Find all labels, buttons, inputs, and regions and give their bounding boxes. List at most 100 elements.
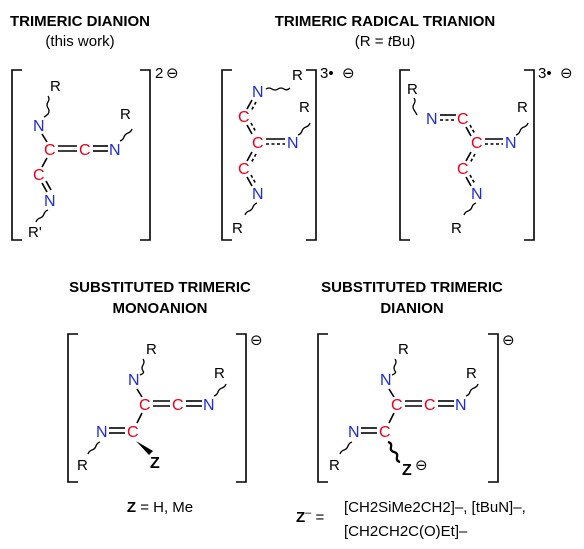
wavy-bond (463, 202, 477, 216)
bond (246, 151, 253, 162)
atom-n: N (96, 424, 108, 441)
caption-lead: Z– = (296, 507, 324, 526)
atom-r: R (50, 78, 61, 95)
atom-n: N (426, 111, 438, 128)
atom-r: R (77, 457, 88, 474)
wavy-bond (515, 122, 529, 136)
atom-n: N (471, 186, 483, 203)
left-bracket (399, 69, 410, 241)
atom-c: C (457, 111, 469, 128)
right-bracket (140, 69, 151, 241)
atom-c: C (79, 142, 91, 159)
atom-n: N (252, 186, 264, 203)
bond (136, 388, 143, 398)
wavy-bond (213, 383, 227, 397)
atom-c: C (139, 397, 151, 414)
charge-minus-icon: ⊖ (502, 332, 515, 349)
right-bracket (236, 333, 247, 483)
atom-r: R (232, 220, 243, 237)
left-bracket (11, 69, 22, 241)
partial-bond (469, 124, 476, 135)
panel-subtitle: (R = tBu) (355, 33, 415, 50)
partial-bond (250, 153, 257, 164)
atom-c: C (424, 397, 436, 414)
atom-r: R (329, 457, 340, 474)
charge-number: 2 (155, 65, 163, 82)
atom-n: N (455, 397, 467, 414)
panel-trimeric-radical-trianion: TRIMERIC RADICAL TRIANION (R = tBu) 3• ⊖… (221, 13, 573, 241)
charge-label: 3• (538, 65, 552, 82)
wavy-bond (391, 358, 397, 376)
atom-r: R (146, 341, 157, 358)
wavy-bond (87, 441, 101, 455)
wavy-bond (119, 128, 133, 142)
atom-c: C (33, 167, 45, 184)
partial-bond (250, 101, 257, 112)
bond (246, 99, 253, 110)
atom-r: R (451, 220, 462, 237)
panel-substituted-monoanion: SUBSTITUTED TRIMERIC MONOANION ⊖ R N C C… (67, 279, 263, 516)
wavy-bond (43, 95, 50, 118)
charge-minus-icon: ⊖ (342, 65, 355, 82)
panel-title: TRIMERIC RADICAL TRIANION (275, 13, 496, 30)
atom-r: R (299, 99, 310, 116)
atom-c: C (457, 161, 469, 178)
bond (246, 176, 253, 187)
atom-z: Z (402, 462, 412, 479)
charge-label: 3• (320, 65, 334, 82)
charge-minus-icon: ⊖ (166, 65, 179, 82)
atom-n: N (505, 135, 517, 152)
partial-bond (250, 174, 257, 185)
left-bracket (221, 69, 232, 241)
atom-c: C (391, 397, 403, 414)
partial-bond (469, 153, 476, 164)
bond (465, 126, 472, 137)
double-bond (45, 180, 52, 191)
right-bracket (524, 69, 535, 241)
atom-c: C (44, 142, 56, 159)
wavy-bond (244, 202, 258, 216)
double-bond (41, 182, 48, 193)
bond (41, 157, 48, 168)
left-bracket (317, 333, 328, 483)
partial-bond (469, 174, 476, 185)
atom-n: N (287, 135, 299, 152)
atom-r: R (407, 81, 418, 98)
atom-n: N (33, 118, 45, 135)
right-bracket (306, 69, 317, 241)
atom-n: N (128, 372, 140, 389)
bond (465, 151, 472, 162)
wavy-bond (139, 358, 145, 376)
wavy-bond (339, 441, 353, 455)
atom-c: C (238, 161, 250, 178)
atom-r: R (292, 67, 303, 84)
atom-r: R (120, 106, 131, 123)
z-charge-minus-icon: ⊖ (415, 457, 428, 474)
caption-line-2: [CH2CH2C(O)Et]– (344, 523, 468, 540)
panel-title: DIANION (380, 300, 443, 317)
caption-line-1: [CH2SiMe2CH2]–, [tBuN]–, (344, 499, 526, 516)
charge-minus-icon: ⊖ (250, 332, 263, 349)
wavy-bond (297, 122, 311, 136)
panel-title: MONOANION (113, 300, 208, 317)
bond (136, 412, 143, 424)
panel-substituted-dianion: SUBSTITUTED TRIMERIC DIANION ⊖ R N C C N… (296, 279, 526, 540)
wavy-bond (265, 87, 291, 91)
atom-c: C (379, 424, 391, 441)
atom-r: R (214, 365, 225, 382)
atom-c: C (471, 135, 483, 152)
panel-trimeric-dianion: TRIMERIC DIANION (this work) 2 ⊖ R N C C… (10, 13, 179, 241)
atom-c: C (252, 135, 264, 152)
panel-title: SUBSTITUTED TRIMERIC (69, 279, 251, 296)
wavy-bond (387, 440, 401, 464)
right-bracket (488, 333, 499, 483)
atom-r: R (517, 99, 528, 116)
atom-n: N (380, 372, 392, 389)
atom-n: N (109, 142, 121, 159)
left-bracket (67, 333, 78, 483)
atom-r: R (398, 341, 409, 358)
wavy-bond (412, 97, 418, 116)
caption: Z = H, Me (127, 499, 193, 516)
atom-n: N (348, 424, 360, 441)
